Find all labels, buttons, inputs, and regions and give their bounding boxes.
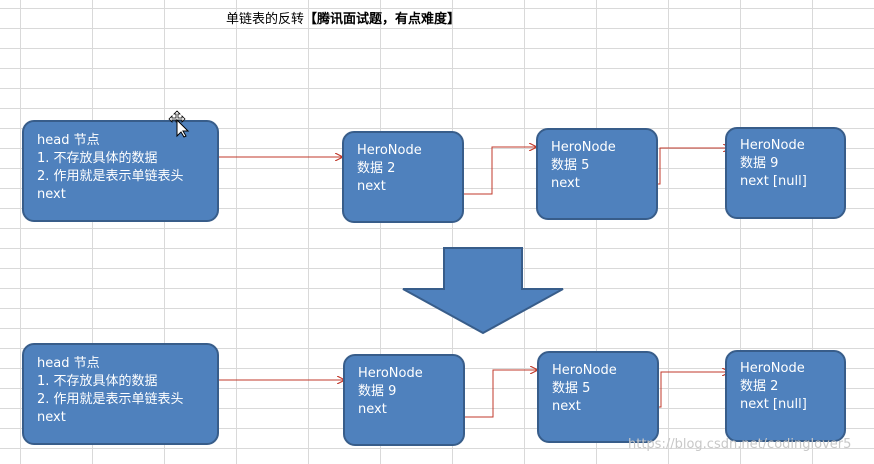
hero-node-name: HeroNode <box>358 366 423 381</box>
hero-node-top-2: HeroNode 数据 5 next <box>536 128 658 220</box>
hero-node-next: next <box>551 176 580 191</box>
watermark: https://blog.csdn.net/codinglover5 <box>628 437 852 452</box>
hero-node-bottom-3: HeroNode 数据 2 next [null] <box>725 350 846 442</box>
hero-node-bottom-1: HeroNode 数据 9 next <box>343 354 465 446</box>
hero-node-data: 数据 5 <box>551 158 590 173</box>
head-label: head 节点 <box>37 133 100 148</box>
hero-node-name: HeroNode <box>357 143 422 158</box>
hero-node-next: next [null] <box>740 174 807 189</box>
title-main: 单链表的反转 <box>226 12 305 27</box>
hero-node-data: 数据 9 <box>740 156 779 171</box>
hero-node-top-1: HeroNode 数据 2 next <box>342 131 464 223</box>
hero-node-data: 数据 5 <box>552 381 591 396</box>
hero-node-data: 数据 9 <box>358 384 397 399</box>
head-desc-2: 2. 作用就是表示单链表头 <box>37 392 184 407</box>
hero-node-bottom-2: HeroNode 数据 5 next <box>537 351 659 443</box>
head-desc-1: 1. 不存放具体的数据 <box>37 374 158 389</box>
head-node-top: head 节点 1. 不存放具体的数据 2. 作用就是表示单链表头 next <box>22 120 219 222</box>
hero-node-name: HeroNode <box>552 363 617 378</box>
move-cursor-icon <box>168 110 190 138</box>
link-node1-to-node2-top <box>445 147 536 195</box>
hero-node-data: 数据 2 <box>740 379 779 394</box>
diagram-title: 单链表的反转【腾讯面试题，有点难度】 <box>226 8 460 27</box>
hero-node-name: HeroNode <box>551 140 616 155</box>
title-note: 【腾讯面试题，有点难度】 <box>304 12 461 27</box>
link-node1-to-node2-bottom <box>447 370 537 418</box>
transform-down-arrow <box>402 247 564 335</box>
hero-node-next: next <box>357 179 386 194</box>
hero-node-next: next <box>552 399 581 414</box>
hero-node-name: HeroNode <box>740 138 805 153</box>
hero-node-next: next <box>358 402 387 417</box>
head-node-bottom: head 节点 1. 不存放具体的数据 2. 作用就是表示单链表头 next <box>22 343 219 445</box>
head-next: next <box>37 187 66 202</box>
head-label: head 节点 <box>37 356 100 371</box>
hero-node-data: 数据 2 <box>357 161 396 176</box>
hero-node-name: HeroNode <box>740 361 805 376</box>
hero-node-next: next [null] <box>740 397 807 412</box>
hero-node-top-3: HeroNode 数据 9 next [null] <box>725 127 846 219</box>
head-next: next <box>37 410 66 425</box>
head-desc-2: 2. 作用就是表示单链表头 <box>37 169 184 184</box>
head-desc-1: 1. 不存放具体的数据 <box>37 151 158 166</box>
